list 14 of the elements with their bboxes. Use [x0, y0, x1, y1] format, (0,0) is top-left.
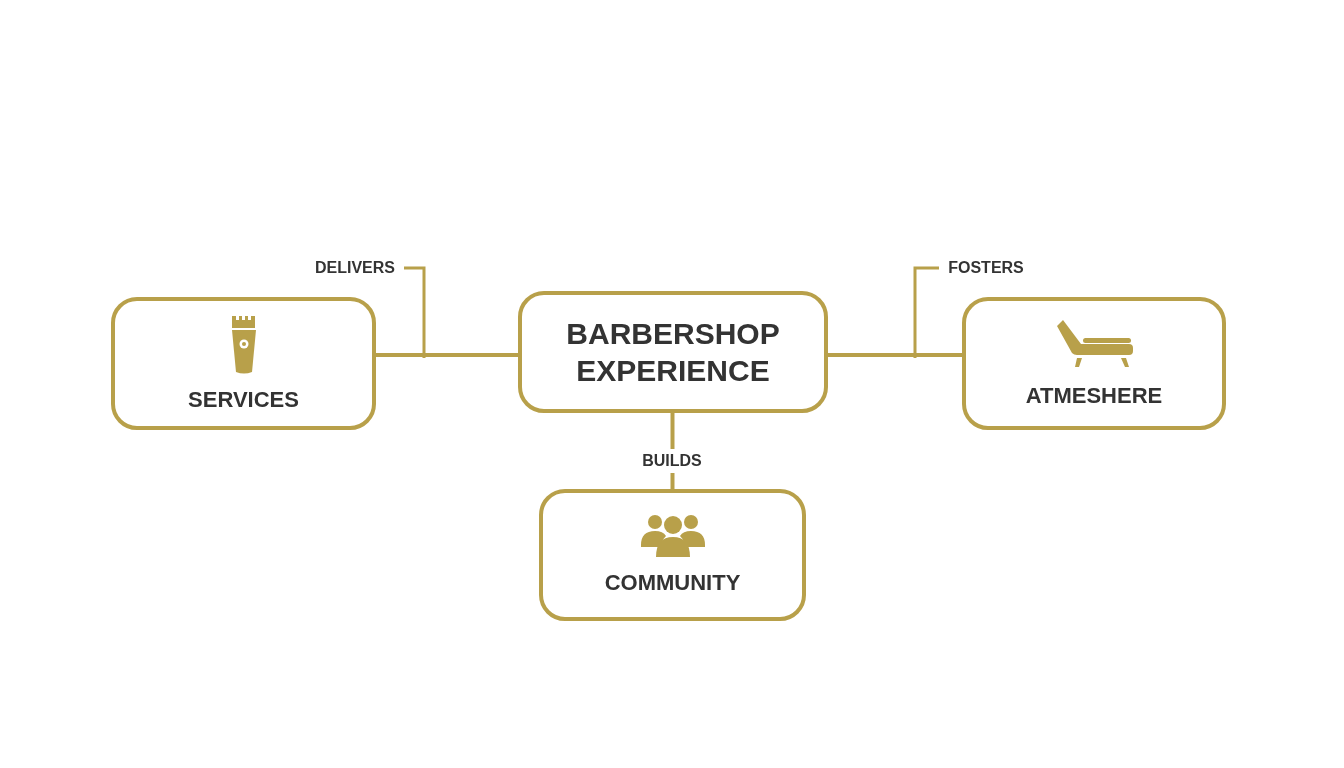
connector-line: [828, 353, 962, 357]
node-title: SERVICES: [188, 385, 299, 414]
rounded-box: [518, 291, 828, 413]
connector-line: [376, 353, 518, 357]
rounded-box: [111, 297, 376, 430]
rounded-box: [539, 489, 806, 621]
leader-line: [404, 266, 426, 358]
node-title: COMMUNITY: [604, 569, 741, 597]
relation-label: FOSTERS: [943, 259, 1029, 277]
node-title: ATMESHERE: [1025, 381, 1163, 410]
relation-label: DELIVERS: [310, 259, 400, 277]
node-title: BARBERSHOP EXPERIENCE: [565, 315, 781, 389]
rounded-box: [962, 297, 1226, 430]
leader-line: [913, 266, 939, 358]
